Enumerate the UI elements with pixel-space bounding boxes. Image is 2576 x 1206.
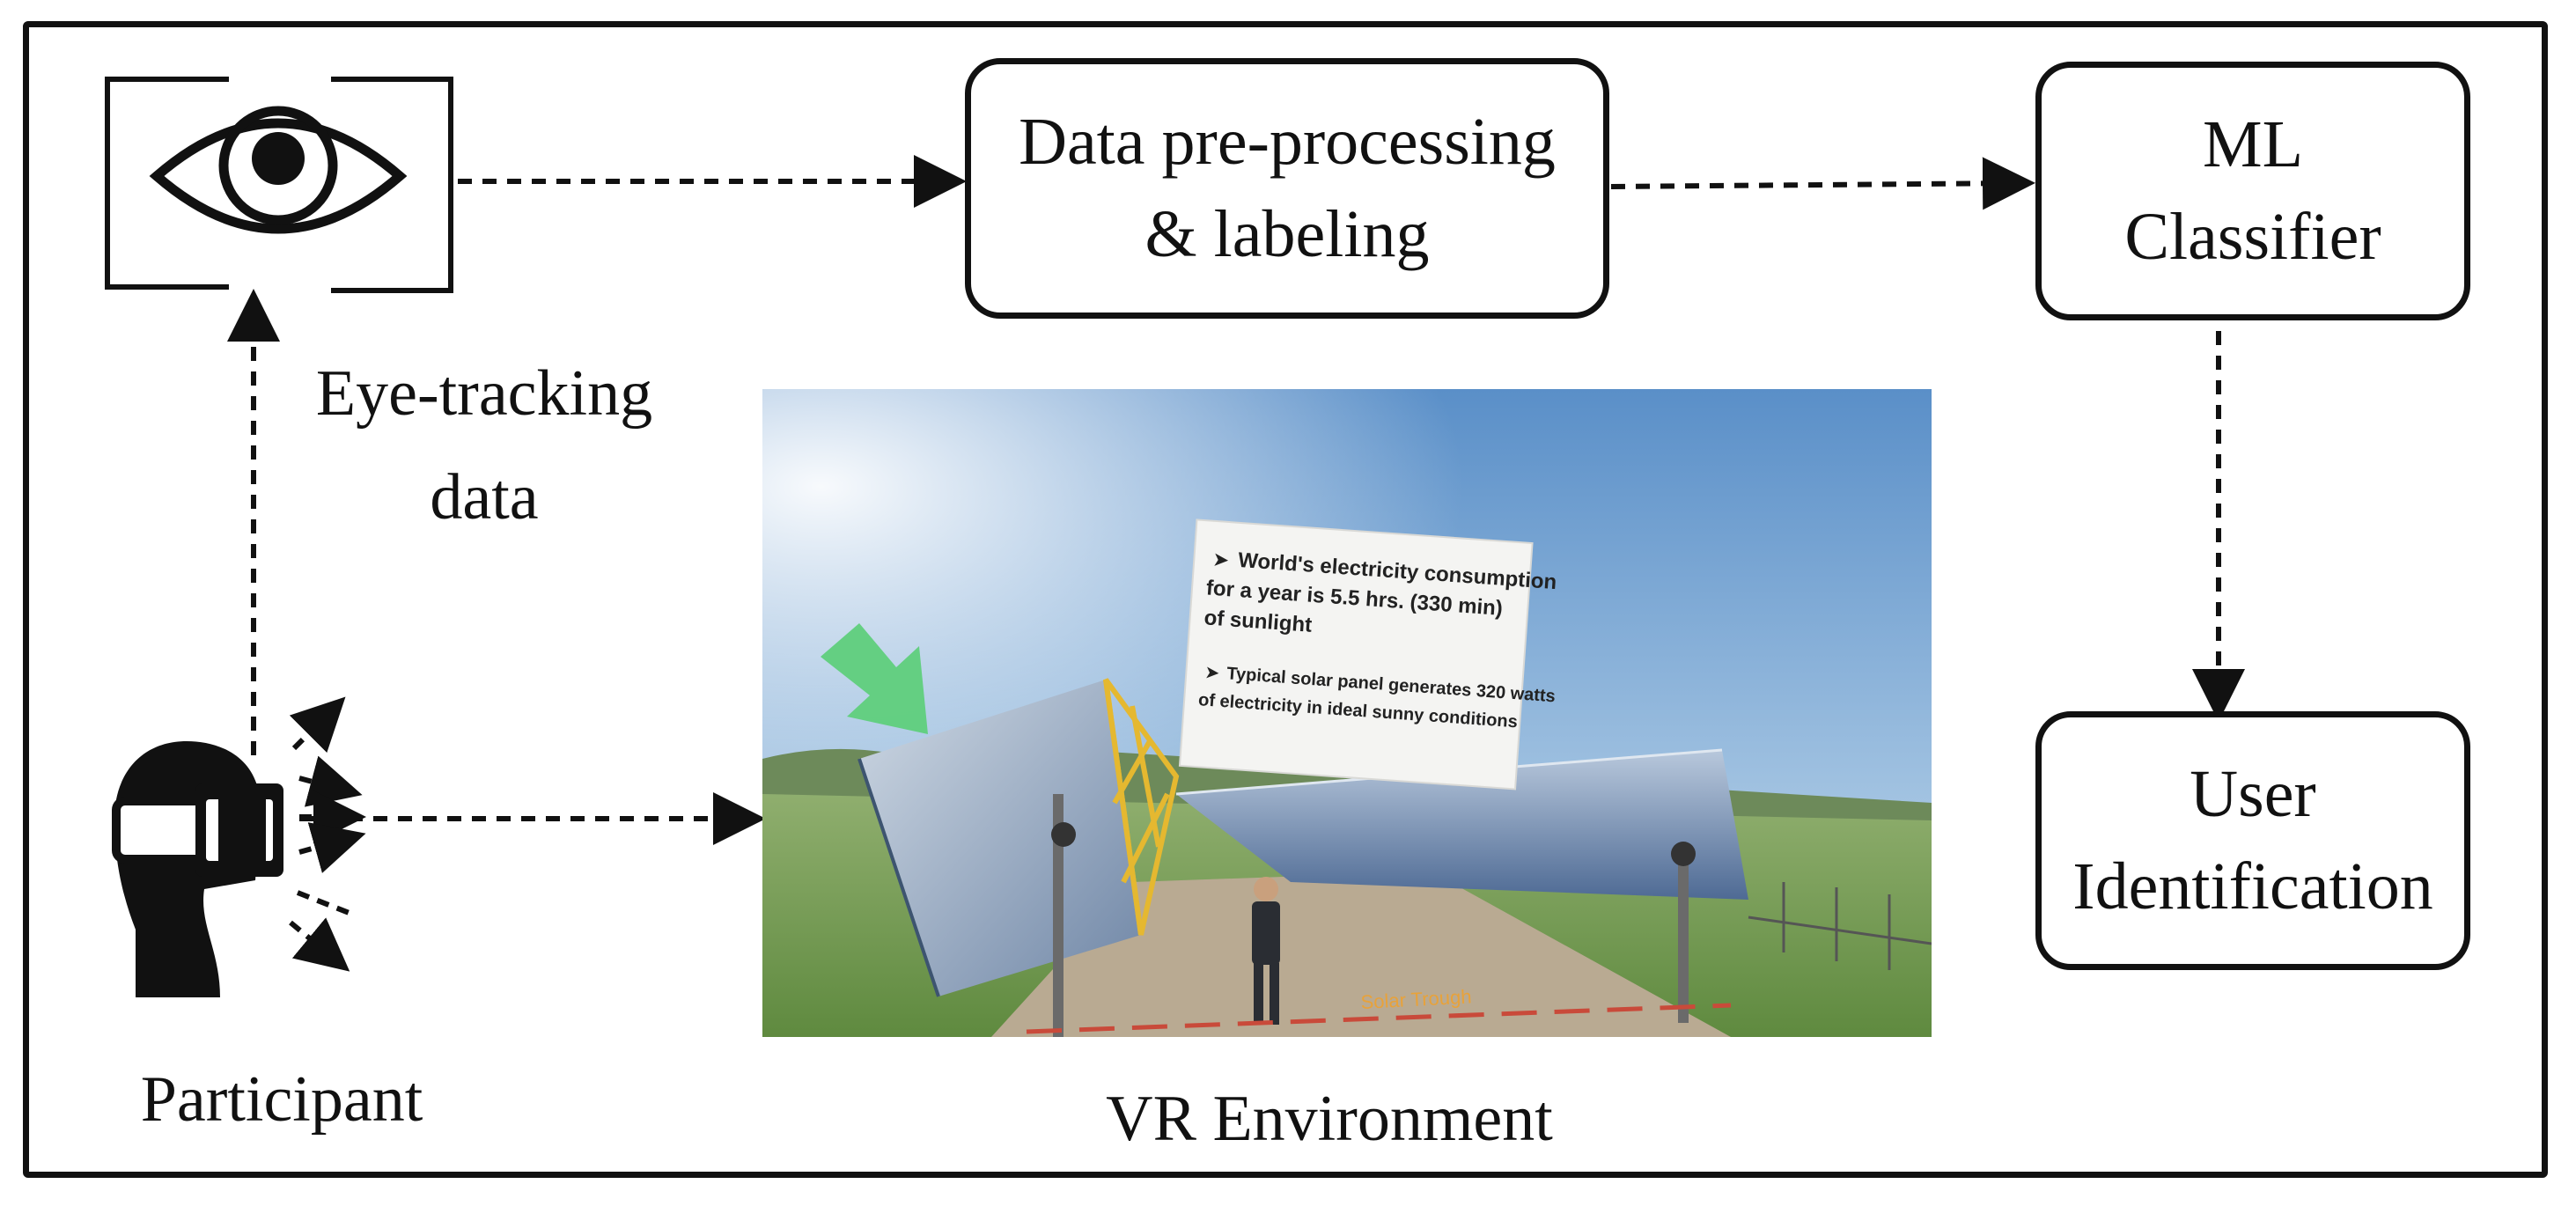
diagram-frame [23, 21, 2548, 1178]
classifier-line1: ML [2203, 107, 2303, 182]
identification-line1: User [2190, 757, 2316, 832]
identification-box: User Identification [2035, 711, 2470, 970]
preprocess-box: Data pre-processing & labeling [965, 58, 1609, 319]
classifier-line2: Classifier [2124, 200, 2381, 274]
eye-icon [105, 77, 453, 293]
classifier-box: ML Classifier [2035, 62, 2470, 320]
preprocess-line1: Data pre-processing [1019, 105, 1556, 180]
preprocess-line2: & labeling [1144, 197, 1430, 271]
identification-line2: Identification [2072, 849, 2433, 923]
svg-text:➤: ➤ [1213, 550, 1229, 570]
participant-label: Participant [140, 1063, 423, 1136]
eye-tracking-label: Eye-tracking data [299, 342, 669, 550]
vr-environment-image: Solar Trough ➤ World's electricity consu… [762, 389, 1932, 1037]
svg-text:➤: ➤ [1205, 664, 1220, 682]
vr-headset-person-icon [112, 696, 366, 997]
edge-preprocess-to-classifier [1610, 157, 2035, 210]
green-arrow-icon [821, 623, 928, 734]
vr-environment-label: VR Environment [1106, 1083, 1553, 1155]
eye-tracking-label-line2: data [430, 461, 539, 534]
info-sign: ➤ World's electricity consumption for a … [1178, 518, 1557, 791]
eye-tracking-label-line1: Eye-tracking [315, 357, 653, 430]
